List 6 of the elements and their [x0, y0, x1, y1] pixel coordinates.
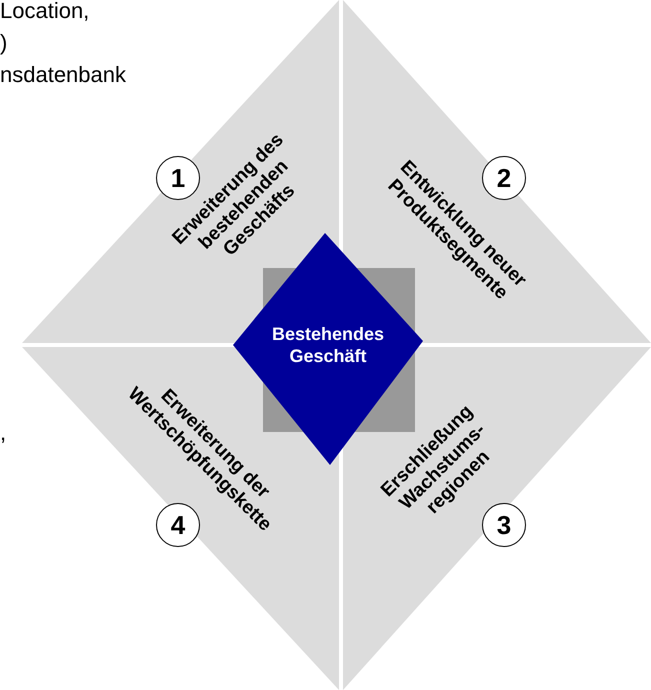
side-text: nsdatenbank: [0, 62, 126, 88]
side-text: Location,: [0, 0, 90, 24]
number-circle: 3: [482, 503, 526, 547]
center-label: Bestehendes Geschäft: [270, 323, 386, 367]
side-text: ,: [0, 420, 6, 446]
side-text: ): [0, 30, 8, 56]
